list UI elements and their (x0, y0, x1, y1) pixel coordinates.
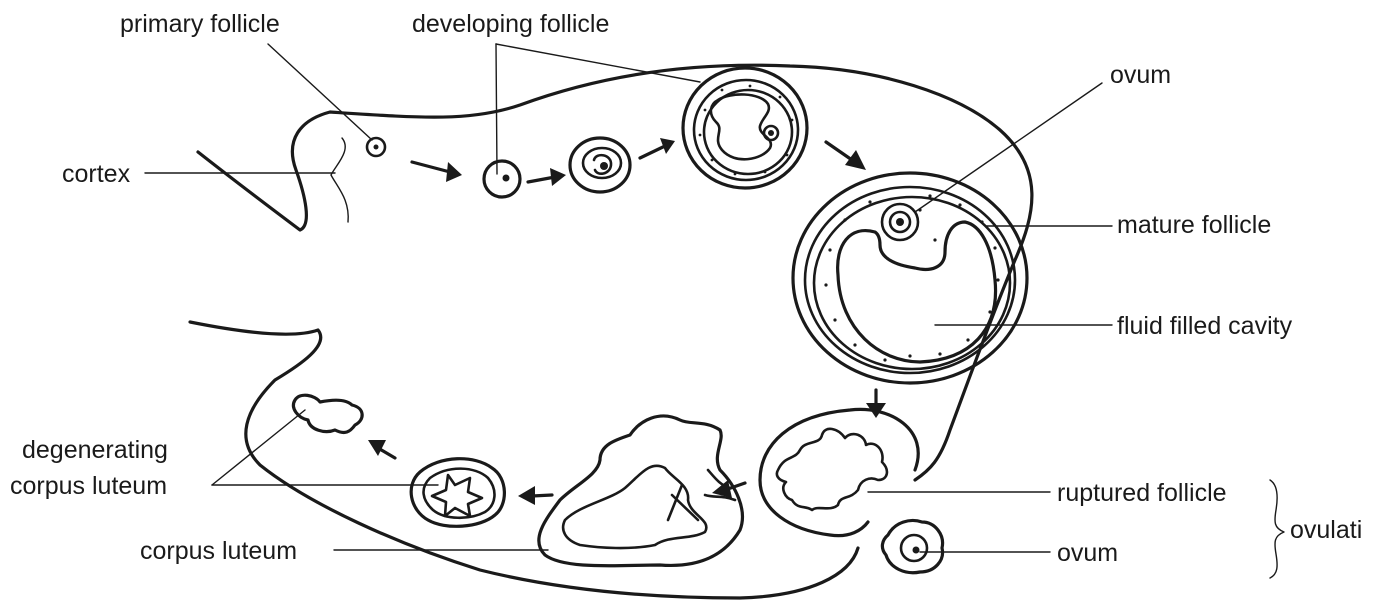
developing-follicle-large (683, 68, 807, 188)
label-developing-follicle: developing follicle (412, 10, 609, 38)
label-ovum-top: ovum (1110, 61, 1171, 89)
ovulated-ovum (882, 521, 942, 573)
label-ovum-bottom: ovum (1057, 539, 1118, 567)
regressing-corpus-luteum (411, 459, 504, 527)
label-ovulation: ovulati (1290, 516, 1362, 544)
degenerating-corpus-luteum-shape (293, 395, 362, 432)
ruptured-follicle (760, 409, 918, 535)
label-degenerating-corpus-luteum: corpus luteum (10, 472, 167, 500)
developing-follicle-small (484, 161, 520, 197)
label-primary-follicle: primary follicle (120, 10, 280, 38)
label-fluid-filled-cavity: fluid filled cavity (1117, 312, 1293, 340)
mature-follicle (793, 173, 1027, 383)
developing-follicle-medium (570, 138, 630, 192)
ovulation-brace (1270, 480, 1284, 578)
ovary-outline (190, 65, 1032, 598)
label-ruptured-follicle: ruptured follicle (1057, 479, 1227, 507)
label-mature-follicle: mature follicle (1117, 211, 1271, 239)
label-degenerating: degenerating (22, 436, 168, 464)
cortex-bracket (331, 138, 348, 222)
primary-follicle (367, 138, 385, 156)
progression-arrows (368, 138, 886, 505)
label-cortex: cortex (62, 160, 131, 188)
leader-lines (145, 44, 1112, 552)
corpus-luteum-shape (539, 416, 743, 566)
label-corpus-luteum: corpus luteum (140, 537, 297, 565)
